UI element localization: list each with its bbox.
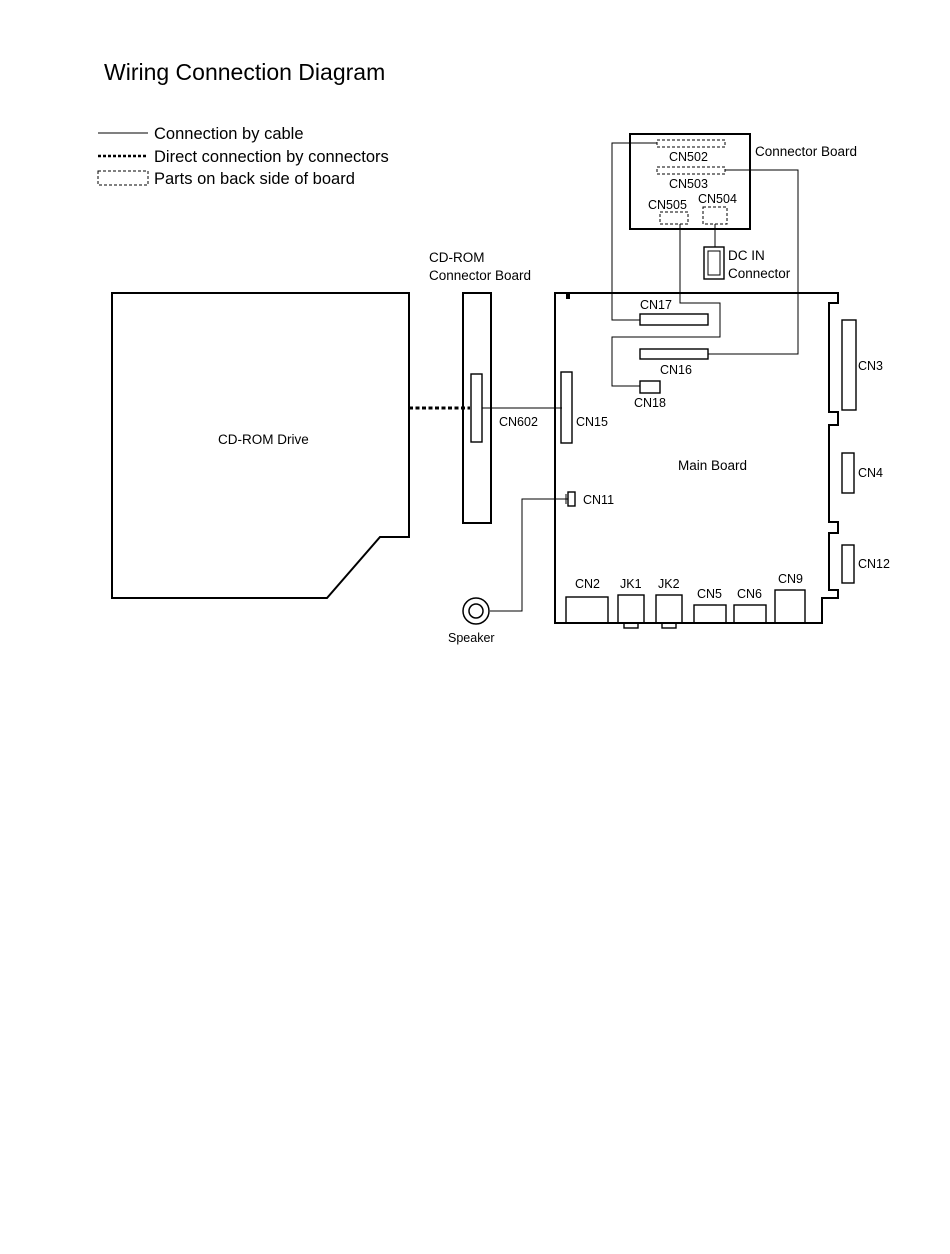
cn2-connector [566, 597, 608, 623]
cn12-connector [842, 545, 854, 583]
legend-direct-label: Direct connection by connectors [154, 148, 389, 166]
cn15-label: CN15 [576, 415, 608, 429]
speaker-inner-ring [469, 604, 483, 618]
cdrom-board-label-line2: Connector Board [429, 268, 531, 283]
cdrom-drive: CD-ROM Drive [112, 293, 409, 598]
cdrom-connector-board: CD-ROM Connector Board CN602 [429, 250, 538, 523]
speaker: Speaker [448, 598, 495, 645]
jk1-label: JK1 [620, 577, 642, 591]
cn3-label: CN3 [858, 359, 883, 373]
cn505-connector [660, 212, 688, 224]
cn11-connector [568, 492, 575, 506]
dc-in-connector-label: Connector [728, 266, 791, 281]
connector-board: Connector Board CN502 CN503 CN504 CN505 [630, 134, 857, 229]
cn17-label: CN17 [640, 298, 672, 312]
cn602-connector [471, 374, 482, 442]
cn17-connector [640, 314, 708, 325]
jk1-connector [618, 595, 644, 623]
dc-in-connector: DC IN Connector [704, 224, 791, 281]
speaker-outer-ring [463, 598, 489, 624]
cn5-connector [694, 605, 726, 623]
speaker-label: Speaker [448, 631, 495, 645]
jk2-connector [656, 595, 682, 623]
legend: Connection by cable Direct connection by… [98, 125, 389, 188]
cn503-connector [657, 167, 725, 174]
cn11-label: CN11 [583, 493, 614, 507]
cn4-label: CN4 [858, 466, 883, 480]
cn4-connector [842, 453, 854, 493]
cn12-label: CN12 [858, 557, 890, 571]
cdrom-drive-label: CD-ROM Drive [218, 432, 309, 447]
legend-cable-label: Connection by cable [154, 125, 304, 143]
cn18-connector [640, 381, 660, 393]
cn504-connector [703, 207, 727, 224]
cn9-label: CN9 [778, 572, 803, 586]
connector-board-label: Connector Board [755, 144, 857, 159]
cn15-connector [561, 372, 572, 443]
cn502-connector [657, 140, 725, 147]
cn3-connector [842, 320, 856, 410]
cn602-label: CN602 [499, 415, 538, 429]
cdrom-board-label-line1: CD-ROM [429, 250, 485, 265]
cn6-connector [734, 605, 766, 623]
jk2-label: JK2 [658, 577, 680, 591]
legend-back-side-swatch [98, 171, 148, 185]
cn9-connector [775, 590, 805, 623]
main-board-label: Main Board [678, 458, 747, 473]
cn505-label: CN505 [648, 198, 687, 212]
dc-in-body [704, 247, 724, 279]
cn2-label: CN2 [575, 577, 600, 591]
cable-cn11-speaker [490, 499, 568, 611]
main-board: Main Board CN15 CN17 CN16 CN18 CN3 CN4 C… [555, 293, 890, 628]
dc-in-label: DC IN [728, 248, 765, 263]
cn503-label: CN503 [669, 177, 708, 191]
cn18-label: CN18 [634, 396, 666, 410]
cn504-label: CN504 [698, 192, 737, 206]
cn5-label: CN5 [697, 587, 722, 601]
page-title: Wiring Connection Diagram [104, 59, 385, 85]
legend-back-side-label: Parts on back side of board [154, 170, 355, 188]
cn6-label: CN6 [737, 587, 762, 601]
cn16-label: CN16 [660, 363, 692, 377]
cn16-connector [640, 349, 708, 359]
cn502-label: CN502 [669, 150, 708, 164]
